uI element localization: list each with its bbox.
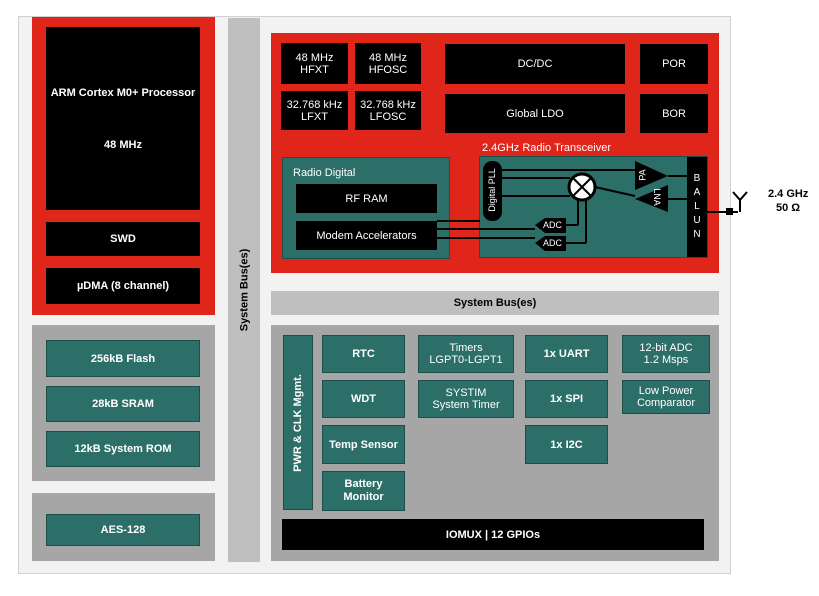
rtc-block: RTC [322, 335, 405, 373]
pwr-clk-block: PWR & CLK Mgmt. [283, 335, 313, 510]
processor-block: ARM Cortex M0+ Processor 48 MHz [46, 27, 200, 210]
swd-block: SWD [46, 222, 200, 256]
radio-digital-title: Radio Digital [293, 167, 356, 179]
sram-block: 28kB SRAM [46, 386, 200, 422]
battery-monitor-block: Battery Monitor [322, 471, 405, 511]
dcdc-block: DC/DC [445, 44, 625, 84]
adc-block: 12-bit ADC 1.2 Msps [622, 335, 710, 373]
processor-speed: 48 MHz [104, 138, 142, 151]
ldo-block: Global LDO [445, 94, 625, 133]
comparator-line1: Low Power [638, 385, 694, 397]
lfxt-label: LFXT [301, 110, 328, 123]
adc-line2: 1.2 Msps [643, 354, 689, 366]
systim-line2: System Timer [432, 399, 500, 411]
lfosc-block: 32.768 kHz LFOSC [355, 91, 421, 130]
pll-label: Digital PLL [487, 168, 497, 212]
iomux-block: IOMUX | 12 GPIOs [282, 519, 704, 550]
bor-block: BOR [640, 94, 708, 133]
transceiver-title: 2.4GHz Radio Transceiver [482, 142, 611, 154]
antenna-frequency: 2.4 GHz [768, 188, 809, 200]
aes-block: AES-128 [46, 514, 200, 546]
timers-line1: Timers [449, 342, 483, 354]
comparator-block: Low Power Comparator [622, 380, 710, 414]
system-bus-vertical: System Bus(es) [228, 18, 260, 562]
wdt-block: WDT [322, 380, 405, 418]
hfxt-block: 48 MHz HFXT [281, 43, 348, 84]
rf-ram-block: RF RAM [296, 184, 437, 213]
systim-block: SYSTIM System Timer [418, 380, 514, 418]
system-bus-horizontal: System Bus(es) [271, 291, 719, 315]
adc2-label: ADC [543, 238, 563, 248]
i2c-block: 1x I2C [525, 425, 608, 464]
adc-line1: 12-bit ADC [639, 342, 693, 354]
timers-block: Timers LGPT0-LGPT1 [418, 335, 514, 373]
por-block: POR [640, 44, 708, 84]
balun-label: BALUN [693, 173, 701, 240]
lfosc-label: LFOSC [369, 110, 407, 123]
spi-block: 1x SPI [525, 380, 608, 418]
lna-label: LNA [651, 188, 662, 206]
hfosc-freq: 48 MHz [369, 51, 407, 64]
lfxt-freq: 32.768 kHz [286, 98, 343, 111]
processor-label: ARM Cortex M0+ Processor [50, 86, 196, 99]
rom-block: 12kB System ROM [46, 431, 200, 467]
pa-label: PA [637, 169, 648, 181]
systim-line1: SYSTIM [445, 387, 487, 399]
uart-block: 1x UART [525, 335, 608, 373]
temp-sensor-block: Temp Sensor [322, 425, 405, 464]
hfxt-freq: 48 MHz [295, 51, 334, 64]
pwr-clk-label: PWR & CLK Mgmt. [292, 373, 305, 472]
antenna-impedance: 50 Ω [776, 202, 801, 214]
hfosc-block: 48 MHz HFOSC [355, 43, 421, 84]
hfosc-label: HFOSC [368, 63, 408, 76]
comparator-line2: Comparator [636, 397, 696, 409]
transceiver-block [479, 156, 708, 258]
flash-block: 256kB Flash [46, 340, 200, 377]
udma-block: µDMA (8 channel) [46, 268, 200, 304]
adc1-label: ADC [543, 220, 563, 230]
modem-block: Modem Accelerators [296, 221, 437, 250]
timers-line2: LGPT0-LGPT1 [429, 354, 503, 366]
hfxt-label: HFXT [300, 63, 329, 76]
lfosc-freq: 32.768 kHz [360, 98, 416, 111]
lfxt-block: 32.768 kHz LFXT [281, 91, 348, 130]
